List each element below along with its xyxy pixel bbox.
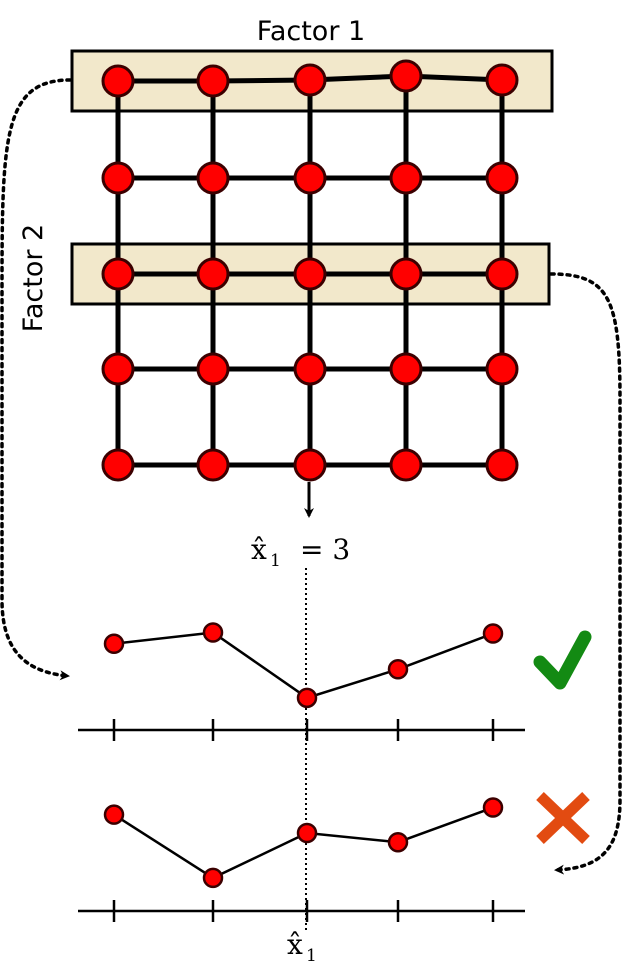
estimate-label: x̂ 1 = 3 (251, 533, 350, 571)
plot-point (482, 623, 504, 644)
plot-point (296, 687, 318, 709)
plot-point (202, 622, 224, 643)
grid-node (485, 161, 519, 195)
grid-node (485, 63, 519, 97)
grid-node (196, 448, 230, 482)
cross-mark-icon (536, 792, 590, 844)
svg-text:= 3: = 3 (300, 533, 350, 566)
grid-node (293, 161, 327, 195)
plot-line (113, 631, 494, 700)
grid-node (389, 59, 423, 93)
grid-node (293, 448, 327, 482)
factor1-label: Factor 1 (257, 16, 365, 47)
plot-point (387, 831, 409, 853)
factor2-label: Factor 2 (18, 224, 49, 332)
grid-node (485, 448, 519, 482)
plot-point (103, 633, 125, 655)
grid-node (389, 257, 423, 291)
svg-text:x̂: x̂ (251, 533, 267, 566)
grid-node (389, 448, 423, 482)
factor1-to-plot1-arrow (0, 78, 72, 681)
grid-node (196, 257, 230, 291)
grid-node (196, 161, 230, 195)
grid-node (485, 352, 519, 386)
plot-line (113, 806, 494, 880)
grid-node (293, 257, 327, 291)
svg-text:1: 1 (270, 551, 281, 571)
factor1-plot (78, 622, 525, 741)
check-mark-icon (533, 630, 592, 690)
factor2-to-plot2-arrow (549, 272, 622, 875)
grid-node (293, 352, 327, 386)
grid-node (101, 448, 135, 482)
grid-nodes (101, 59, 519, 482)
grid-node (293, 63, 327, 97)
plot-point (387, 659, 409, 680)
grid-node (101, 161, 135, 195)
plot-point (482, 797, 504, 818)
grid-node (196, 352, 230, 386)
grid-node (389, 352, 423, 386)
grid-node (196, 64, 230, 98)
plot-point (103, 804, 125, 825)
factor2-plot (78, 797, 525, 922)
svg-text:1: 1 (306, 946, 317, 966)
plot-point (296, 822, 318, 844)
svg-text:x̂: x̂ (287, 928, 303, 961)
grid-node (389, 161, 423, 195)
grid-node (101, 352, 135, 386)
grid-node (101, 257, 135, 291)
axis-label: x̂ 1 (287, 928, 317, 966)
grid-node (485, 257, 519, 291)
plot-point (202, 867, 224, 889)
grid-node (101, 64, 135, 98)
